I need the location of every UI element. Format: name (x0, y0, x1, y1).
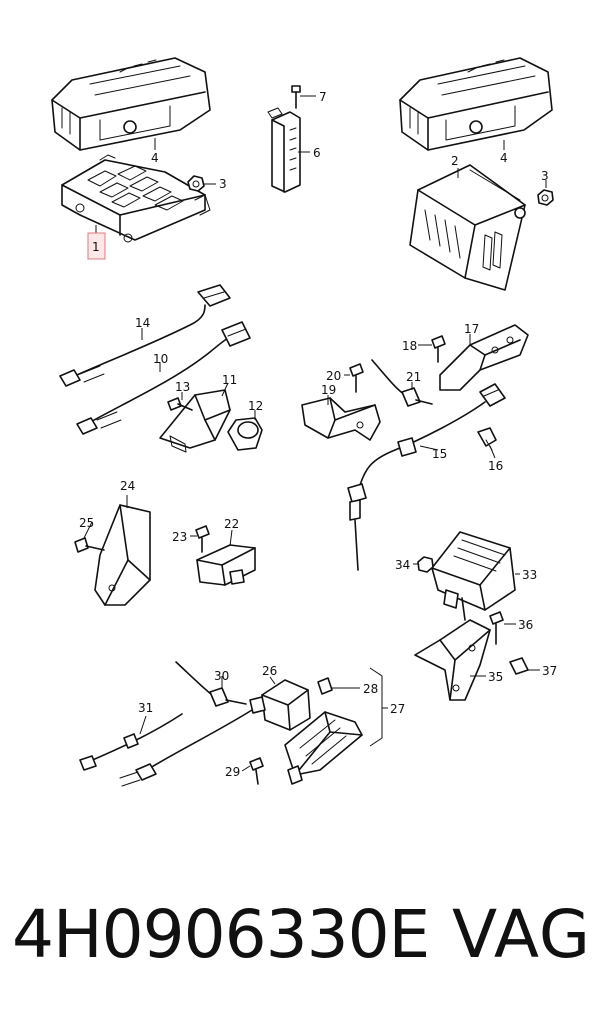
callout-21: 21 (406, 370, 421, 384)
sensor-21 (371, 359, 433, 407)
callout-17: 17 (464, 322, 479, 336)
callout-highlight-box (87, 232, 106, 260)
clip-37 (509, 657, 529, 675)
callout-35: 35 (488, 670, 503, 684)
callout-36: 36 (518, 618, 533, 632)
exploded-parts-diagram: 1 2 3 3 4 4 6 7 10 11 12 13 14 15 16 17 … (51, 57, 557, 787)
callout-4-right: 4 (500, 151, 508, 165)
callout-11: 11 (222, 373, 237, 387)
bracket-17 (431, 324, 529, 391)
ecu-left (51, 57, 211, 151)
callout-23: 23 (172, 530, 187, 544)
nut-left (187, 175, 205, 192)
callout-25: 25 (79, 516, 94, 530)
screw-36 (489, 611, 504, 645)
callout-1: 1 (92, 240, 100, 254)
nut-right (537, 189, 554, 206)
clip-16 (477, 427, 497, 451)
bracket-19 (301, 363, 381, 441)
bracket-27 (284, 711, 363, 785)
bracket-35 (414, 597, 491, 701)
module-33 (431, 531, 516, 611)
footer-caption: 4H0906330E VAG (0, 890, 600, 1000)
leader-lines (83, 95, 547, 772)
callout-26: 26 (262, 664, 277, 678)
callout-28: 28 (363, 682, 378, 696)
bracket-11 (159, 389, 231, 453)
sensor-22 (195, 525, 256, 586)
oxygen-sensor-14 (59, 284, 231, 387)
harness-30 (175, 661, 247, 707)
callout-labels: 1 2 3 3 4 4 6 7 10 11 12 13 14 15 16 17 … (79, 90, 557, 779)
callout-3-left: 3 (219, 177, 227, 191)
callout-34: 34 (395, 558, 410, 572)
callout-15: 15 (432, 447, 447, 461)
part-number: 4H0906330E (12, 896, 430, 973)
callout-3-right: 3 (541, 169, 549, 183)
bracket-24 (74, 504, 151, 606)
callout-19: 19 (321, 383, 336, 397)
nut-34 (417, 556, 434, 573)
callout-33: 33 (522, 568, 537, 582)
callout-16: 16 (488, 459, 503, 473)
clip-28 (317, 677, 333, 695)
brand-name: VAG (452, 896, 592, 973)
callout-29: 29 (225, 765, 240, 779)
callout-24: 24 (120, 479, 135, 493)
temp-sensor-15 (347, 383, 506, 571)
cap-12 (227, 417, 263, 451)
screw-29 (249, 757, 264, 785)
ecu-housing (409, 164, 526, 291)
callout-22: 22 (224, 517, 239, 531)
callout-13: 13 (175, 380, 190, 394)
callout-31: 31 (138, 701, 153, 715)
callout-4-left: 4 (151, 151, 159, 165)
ecu-bracket (61, 154, 211, 243)
callout-6: 6 (313, 146, 321, 160)
callout-2: 2 (451, 154, 459, 168)
callout-27: 27 (390, 702, 405, 716)
oxygen-sensor-10 (76, 321, 251, 435)
callout-10: 10 (153, 352, 168, 366)
callout-37: 37 (542, 664, 557, 678)
sensor-6 (267, 85, 301, 193)
callout-30: 30 (214, 669, 229, 683)
callout-12: 12 (248, 399, 263, 413)
callout-20: 20 (326, 369, 341, 383)
cable-tie-31 (79, 713, 183, 771)
module-26 (119, 679, 311, 787)
callout-14: 14 (135, 316, 150, 330)
callout-18: 18 (402, 339, 417, 353)
callout-7: 7 (319, 90, 327, 104)
ecu-right (399, 57, 553, 151)
